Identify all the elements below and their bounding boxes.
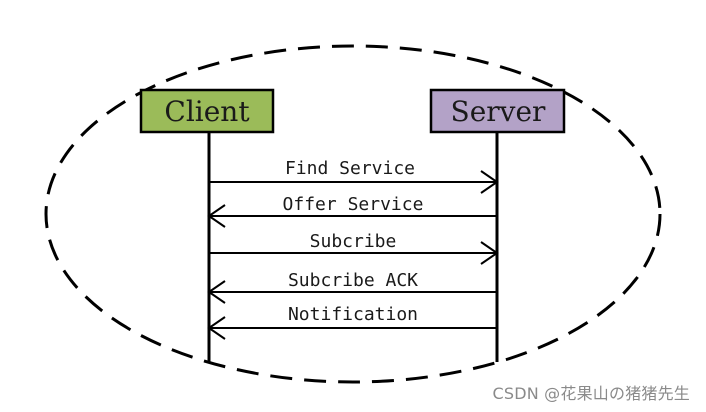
client-label: Client xyxy=(164,95,250,128)
message-label: Subcribe xyxy=(310,231,397,252)
message-subcribe: Subcribe xyxy=(209,231,499,265)
message-label: Find Service xyxy=(285,158,415,179)
message-label: Offer Service xyxy=(283,194,424,215)
arrow-head-left-icon xyxy=(207,316,226,340)
server-label: Server xyxy=(451,95,547,128)
arrow-head-right-icon xyxy=(480,170,499,194)
client-box: Client xyxy=(139,88,275,134)
server-box: Server xyxy=(429,88,566,134)
arrow-head-left-icon xyxy=(207,204,226,228)
message-notification: Notification xyxy=(207,304,497,340)
message-label: Notification xyxy=(288,304,418,325)
arrow-head-left-icon xyxy=(207,280,226,304)
watermark-text: CSDN @花果山の猪猪先生 xyxy=(492,384,690,403)
arrow-head-right-icon xyxy=(480,241,499,265)
message-label: Subcribe ACK xyxy=(288,270,418,291)
boundary-ellipse xyxy=(44,44,662,384)
message-subcribe-ack: Subcribe ACK xyxy=(207,270,497,304)
message-find-service: Find Service xyxy=(209,158,499,194)
message-offer-service: Offer Service xyxy=(207,194,497,228)
